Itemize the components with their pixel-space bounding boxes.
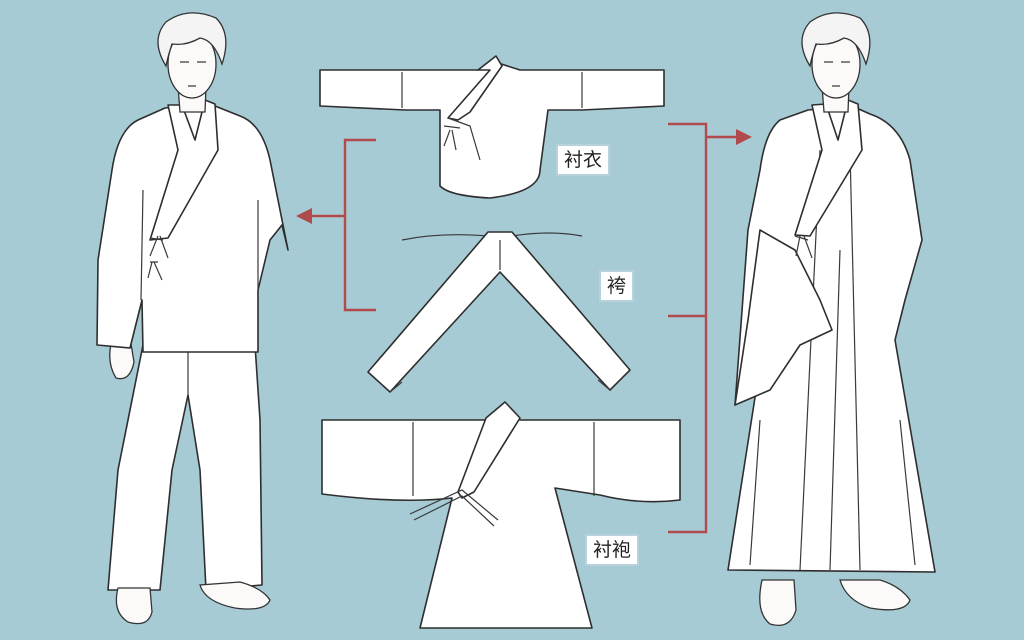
- left-arrow-head: [296, 208, 312, 224]
- robe-label: 衬袍: [585, 534, 640, 566]
- right-figure-shoe-right: [839, 579, 911, 611]
- right-figure-hair: [801, 12, 871, 68]
- right-figure-collar: [794, 99, 863, 237]
- left-figure-collar: [149, 99, 219, 241]
- left-figure-shirt: [96, 103, 289, 353]
- left-figure-shoe-left: [115, 587, 153, 625]
- shirt-flat: [319, 55, 665, 199]
- shirt-label: 衬衣: [556, 144, 611, 176]
- right-arrow-head: [736, 129, 752, 145]
- left-figure-shoe-right: [199, 581, 271, 610]
- right-figure-robe: [727, 105, 936, 573]
- right-figure: [727, 12, 936, 627]
- left-figure: [96, 12, 289, 625]
- shirt-flat-collar: [447, 55, 503, 121]
- robe-flat: [321, 401, 681, 629]
- left-figure-trousers: [107, 344, 263, 591]
- right-bracket: [668, 122, 752, 534]
- right-figure-sleeve: [734, 229, 833, 406]
- left-bracket: [296, 138, 376, 312]
- right-figure-shoe-left: [759, 579, 797, 627]
- pants-flat: [367, 231, 631, 393]
- pants-label: 袴: [599, 270, 635, 302]
- left-figure-hair: [157, 12, 227, 68]
